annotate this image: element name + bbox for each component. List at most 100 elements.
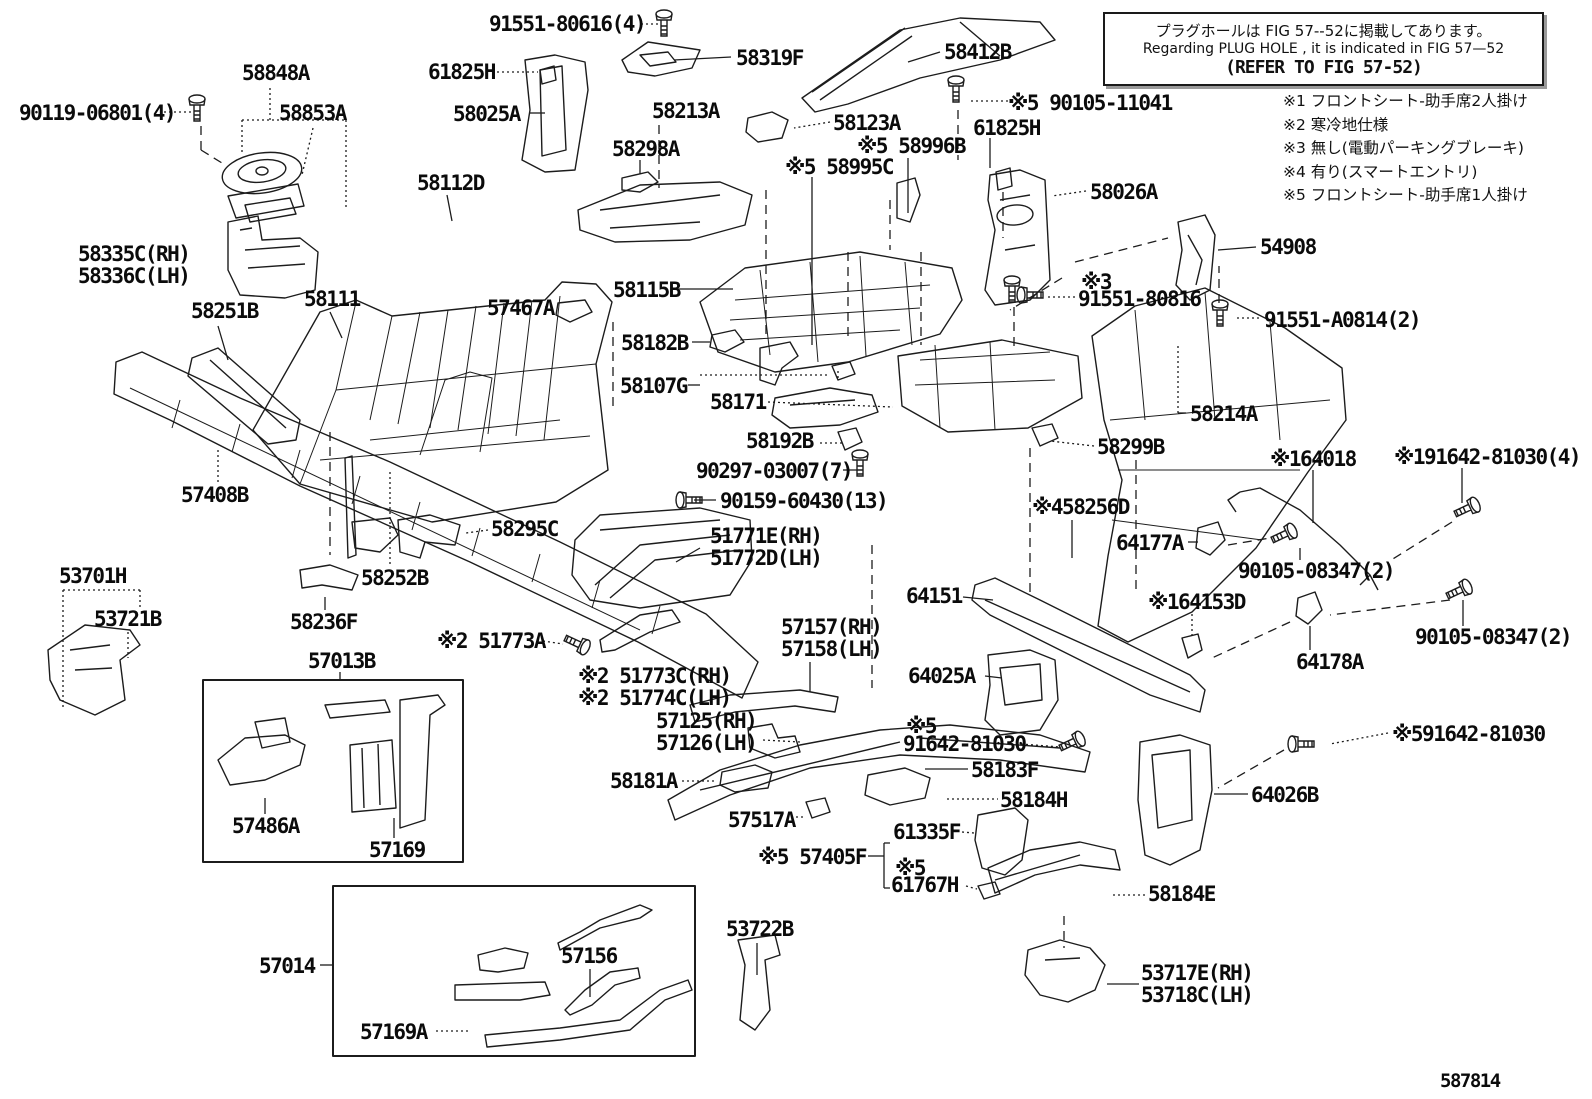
part-label-251773CRH[interactable]: ※2 51773C(RH) xyxy=(578,664,732,688)
part-label-53717ERH[interactable]: 53717E(RH) xyxy=(1141,961,1254,985)
part-label-164153D[interactable]: ※164153D xyxy=(1148,590,1246,614)
part-51773-bracket xyxy=(599,609,681,653)
part-label-51772DLH[interactable]: 51772D(LH) xyxy=(710,546,823,570)
part-label-53722B[interactable]: 53722B xyxy=(726,917,794,941)
part-label-61767H[interactable]: 61767H xyxy=(891,873,959,897)
part-label-557405F[interactable]: ※5 57405F xyxy=(758,845,868,869)
part-label-901596043013[interactable]: 90159-60430(13) xyxy=(720,489,889,513)
part-label-58107G[interactable]: 58107G xyxy=(620,374,688,398)
part-58111-floor-ribs xyxy=(299,301,597,485)
part-label-58123A[interactable]: 58123A xyxy=(833,111,901,135)
leader-line xyxy=(465,529,489,534)
part-label-9164281030[interactable]: 91642-81030 xyxy=(903,732,1027,756)
part-label-58299B[interactable]: 58299B xyxy=(1097,435,1165,459)
part-label-58251B[interactable]: 58251B xyxy=(191,299,259,323)
part-label-58183F[interactable]: 58183F xyxy=(971,758,1039,782)
part-label-57467A[interactable]: 57467A xyxy=(487,296,555,320)
part-label-91551A08142[interactable]: 91551-A0814(2) xyxy=(1264,308,1422,332)
part-label-558995C[interactable]: ※5 58995C xyxy=(785,155,895,179)
leader-line xyxy=(907,51,941,63)
bolt-icon xyxy=(1445,578,1473,600)
part-label-64151[interactable]: 64151 xyxy=(906,584,963,608)
part-label-251774CLH[interactable]: ※2 51774C(LH) xyxy=(578,686,732,710)
part-label-58319F[interactable]: 58319F xyxy=(736,46,804,70)
part-label-64025A[interactable]: 64025A xyxy=(908,664,976,688)
part-label-58112D[interactable]: 58112D xyxy=(417,171,485,195)
part-label-58182B[interactable]: 58182B xyxy=(621,331,689,355)
part-label-58026A[interactable]: 58026A xyxy=(1090,180,1158,204)
part-label-57157RH[interactable]: 57157(RH) xyxy=(781,615,883,639)
part-label-191642810304[interactable]: ※191642-81030(4) xyxy=(1394,445,1582,469)
info-line-en: Regarding PLUG HOLE , it is indicated in… xyxy=(1142,41,1505,57)
part-61335-bracket xyxy=(974,807,1029,876)
part-label-58192B[interactable]: 58192B xyxy=(746,429,814,453)
part-label-51771ERH[interactable]: 51771E(RH) xyxy=(710,524,823,548)
part-label-558996B[interactable]: ※5 58996B xyxy=(857,134,967,158)
part-label-90105083472[interactable]: 90105-08347(2) xyxy=(1238,559,1396,583)
part-label-90105083472[interactable]: 90105-08347(2) xyxy=(1415,625,1573,649)
part-label-57517A[interactable]: 57517A xyxy=(728,808,796,832)
part-sketch xyxy=(221,151,303,195)
part-label-58184E[interactable]: 58184E xyxy=(1148,882,1216,906)
part-label-58252B[interactable]: 58252B xyxy=(361,566,429,590)
part-label-57126LH[interactable]: 57126(LH) xyxy=(656,731,758,755)
part-label-58236F[interactable]: 58236F xyxy=(290,610,358,634)
part-label-59010511041[interactable]: ※5 90105-11041 xyxy=(1008,91,1173,115)
part-label-61825H[interactable]: 61825H xyxy=(428,60,496,84)
part-57013-rail xyxy=(399,694,446,829)
part-label-57156[interactable]: 57156 xyxy=(561,944,618,968)
part-label-57169A[interactable]: 57169A xyxy=(360,1020,428,1044)
part-label-57014[interactable]: 57014 xyxy=(259,954,316,978)
part-label-58184H[interactable]: 58184H xyxy=(1000,788,1068,812)
part-label-57158LH[interactable]: 57158(LH) xyxy=(781,637,883,661)
part-label-57486A[interactable]: 57486A xyxy=(232,814,300,838)
part-label-90119068014[interactable]: 90119-06801(4) xyxy=(19,101,177,125)
part-label-61335F[interactable]: 61335F xyxy=(893,820,961,844)
part-61825-plug-left xyxy=(539,65,557,85)
part-label-57013B[interactable]: 57013B xyxy=(308,649,376,673)
part-label-64026B[interactable]: 64026B xyxy=(1251,783,1319,807)
part-label-164018[interactable]: ※164018 xyxy=(1270,447,1357,471)
part-label-53721B[interactable]: 53721B xyxy=(94,607,162,631)
part-label-58214A[interactable]: 58214A xyxy=(1190,402,1258,426)
part-label-58848A[interactable]: 58848A xyxy=(242,61,310,85)
part-label-90297030077[interactable]: 90297-03007(7) xyxy=(696,459,854,483)
part-58111-seatback-ribs xyxy=(369,295,561,441)
part-label-251773A[interactable]: ※2 51773A xyxy=(437,629,547,653)
part-label-58181A[interactable]: 58181A xyxy=(610,769,678,793)
part-57014-bracket xyxy=(454,981,551,1001)
part-61767-clip xyxy=(977,881,1001,900)
part-label-58213A[interactable]: 58213A xyxy=(652,99,720,123)
part-label-91551806164[interactable]: 91551-80616(4) xyxy=(489,12,647,36)
part-54908-bracket xyxy=(1175,214,1216,301)
part-label-9155180816[interactable]: 91551-80816 xyxy=(1078,287,1202,311)
part-label-58412B[interactable]: 58412B xyxy=(944,40,1012,64)
part-label-57169[interactable]: 57169 xyxy=(369,838,426,862)
part-label-58115B[interactable]: 58115B xyxy=(613,278,681,302)
part-label-58295C[interactable]: 58295C xyxy=(491,517,559,541)
part-label-57125RH[interactable]: 57125(RH) xyxy=(656,709,758,733)
part-label-58025A[interactable]: 58025A xyxy=(453,102,521,126)
part-label-5[interactable]: ※5 xyxy=(906,714,938,738)
part-label-58853A[interactable]: 58853A xyxy=(279,101,347,125)
part-label-5[interactable]: ※5 xyxy=(895,856,927,880)
part-label-54908[interactable]: 54908 xyxy=(1260,235,1317,259)
part-label-58336CLH[interactable]: 58336C(LH) xyxy=(78,264,191,288)
part-label-59164281030[interactable]: ※591642-81030 xyxy=(1392,722,1546,746)
leader-line xyxy=(1387,521,1453,563)
part-label-61825H[interactable]: 61825H xyxy=(973,116,1041,140)
part-label-53718CLH[interactable]: 53718C(LH) xyxy=(1141,983,1254,1007)
part-label-64178A[interactable]: 64178A xyxy=(1296,650,1364,674)
part-label-57408B[interactable]: 57408B xyxy=(181,483,249,507)
part-label-458256D[interactable]: ※458256D xyxy=(1032,495,1130,519)
part-label-58335CRH[interactable]: 58335C(RH) xyxy=(78,242,191,266)
part-label-58298A[interactable]: 58298A xyxy=(612,137,680,161)
part-label-587814[interactable]: 587814 xyxy=(1440,1070,1501,1092)
part-label-58171[interactable]: 58171 xyxy=(710,390,767,414)
part-label-64177A[interactable]: 64177A xyxy=(1116,531,1184,555)
part-label-58111[interactable]: 58111 xyxy=(304,287,361,311)
leader-line xyxy=(767,401,894,408)
leader-line xyxy=(962,596,994,601)
part-label-3[interactable]: ※3 xyxy=(1081,270,1113,294)
part-label-53701H[interactable]: 53701H xyxy=(59,564,127,588)
